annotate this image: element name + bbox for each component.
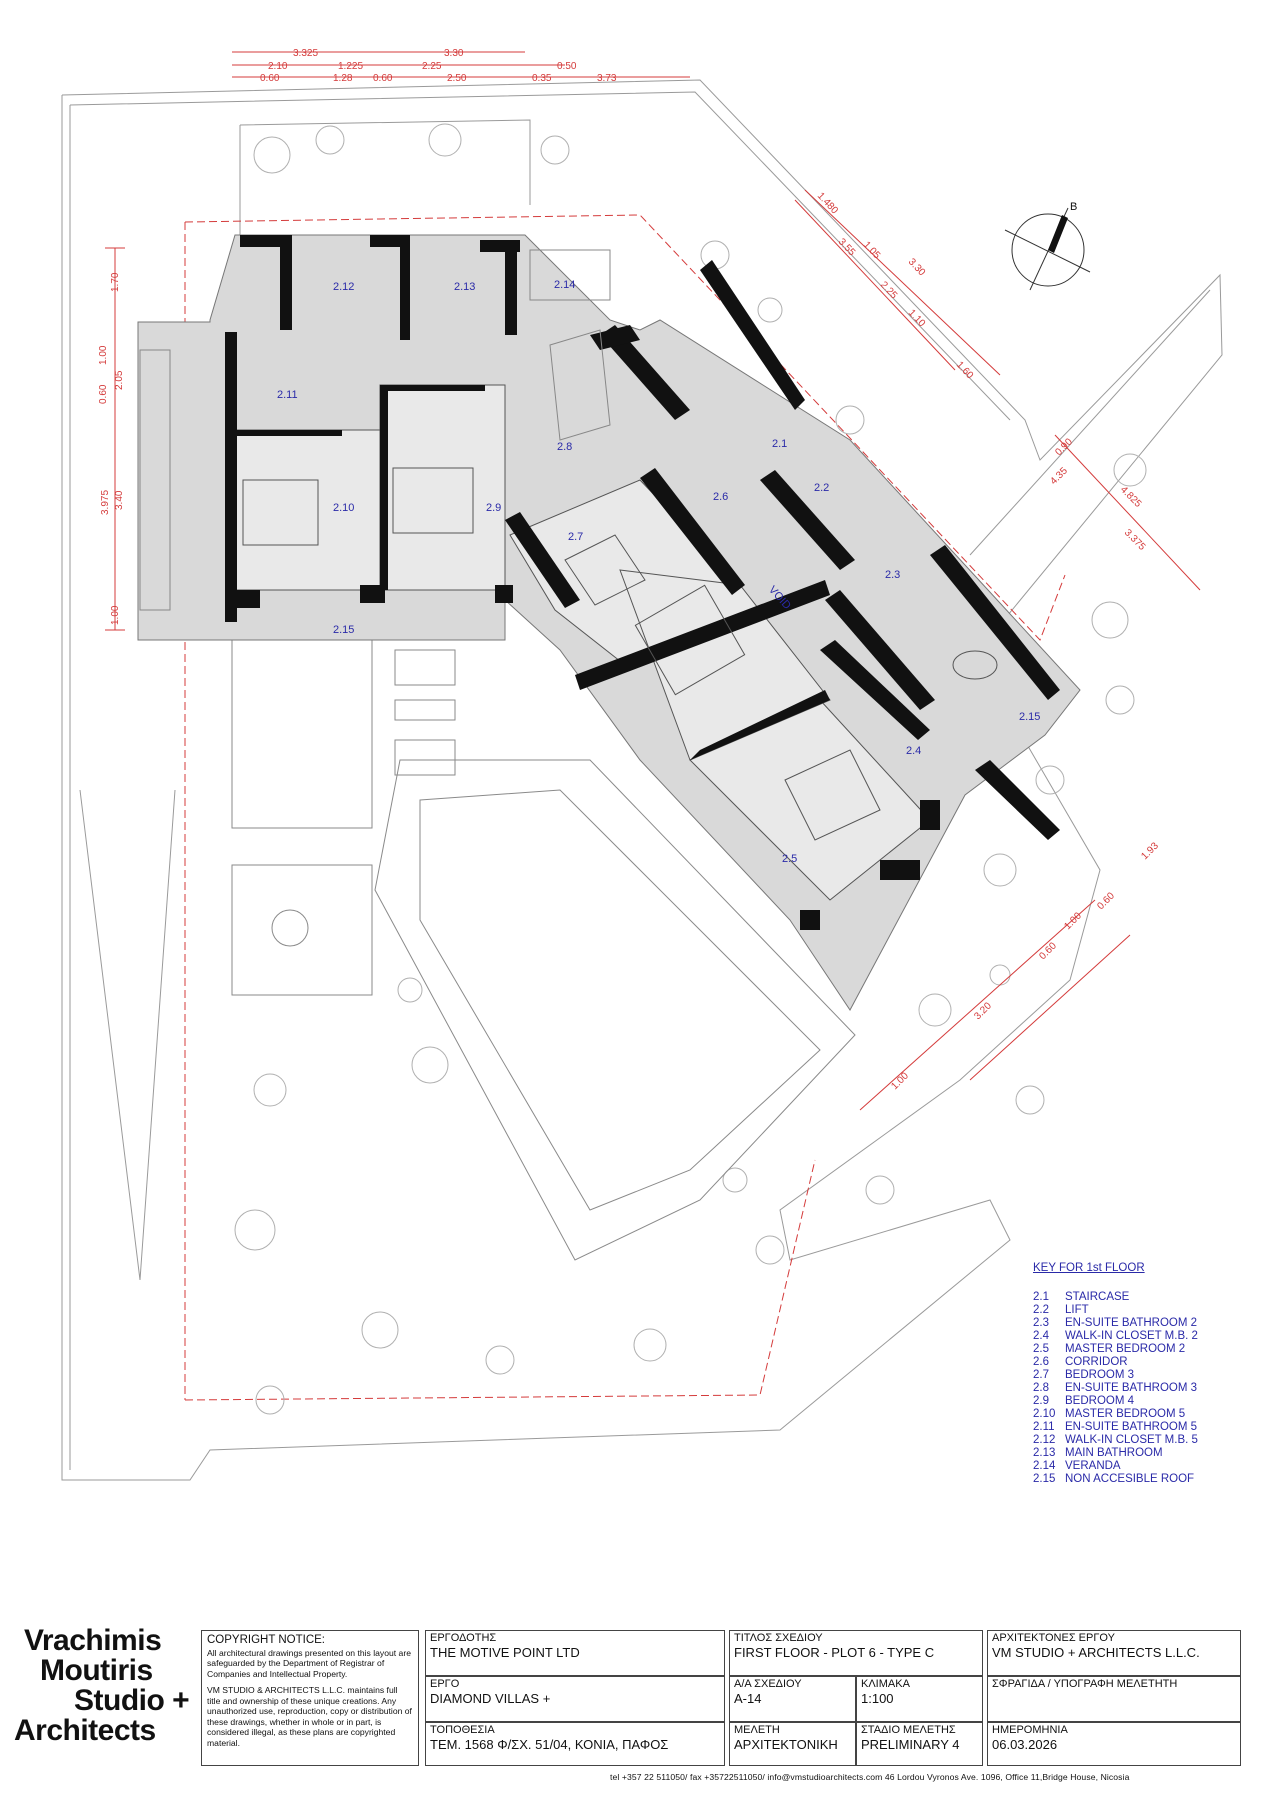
studio-logo: Vrachimis Moutiris Studio + Architects (14, 1624, 190, 1747)
svg-text:0.90: 0.90 (1053, 436, 1075, 458)
room-2.9: 2.9 (486, 502, 501, 514)
svg-text:3.975: 3.975 (100, 490, 111, 515)
room-2.11: 2.11 (277, 389, 298, 401)
copyright-notice: COPYRIGHT NOTICE: All architectural draw… (201, 1630, 419, 1766)
svg-text:2.10: 2.10 (268, 61, 288, 72)
svg-text:3.55: 3.55 (836, 237, 858, 259)
svg-text:3.30: 3.30 (444, 48, 464, 59)
room-2.4: 2.4 (906, 745, 921, 757)
svg-text:1.00: 1.00 (1062, 910, 1084, 932)
dimension-lines (105, 51, 1201, 1111)
room-2.10: 2.10 (333, 502, 354, 514)
svg-text:2.25: 2.25 (878, 280, 900, 302)
svg-text:0.60: 0.60 (1037, 940, 1059, 962)
room-2.15-second: 2.15 (1019, 711, 1040, 723)
svg-text:3.375: 3.375 (1122, 527, 1148, 553)
room-2.12: 2.12 (333, 281, 354, 293)
svg-text:1.00: 1.00 (110, 605, 121, 625)
svg-text:3.20: 3.20 (972, 1000, 994, 1022)
svg-text:2.25: 2.25 (422, 61, 442, 72)
room-2.13: 2.13 (454, 281, 475, 293)
svg-text:3.30: 3.30 (906, 257, 928, 279)
svg-text:1.28: 1.28 (333, 73, 353, 84)
svg-text:0.60: 0.60 (1095, 890, 1117, 912)
room-2.5: 2.5 (782, 853, 797, 865)
walls (225, 235, 1060, 930)
svg-text:0.35: 0.35 (532, 73, 552, 84)
room-2.14: 2.14 (554, 279, 575, 291)
stamp-cell: ΣΦΡΑΓΙΔΑ / ΥΠΟΓΡΑΦΗ ΜΕΛΕΤΗΤΗ (987, 1676, 1241, 1722)
room-2.6-second: 2.6 (713, 491, 728, 503)
svg-text:3.325: 3.325 (293, 48, 318, 59)
svg-text:1.10: 1.10 (906, 308, 928, 330)
terrace-below (231, 639, 856, 1261)
room-2.15: 2.15 (333, 624, 354, 636)
room-2.3: 2.3 (885, 569, 900, 581)
svg-text:0.60: 0.60 (260, 73, 280, 84)
site-boundary (61, 79, 1223, 1481)
svg-text:0.50: 0.50 (557, 61, 577, 72)
room-2.2: 2.2 (814, 482, 829, 494)
svg-text:1.70: 1.70 (110, 272, 121, 292)
room-2.7: 2.7 (568, 531, 583, 543)
svg-text:1.93: 1.93 (1139, 840, 1161, 862)
floor-plan: B 2.1 2.2 2.3 2.4 2.5 2.6 2.7 2.8 2.9 2.… (61, 48, 1223, 1481)
svg-text:1.225: 1.225 (338, 61, 363, 72)
svg-text:3.40: 3.40 (114, 490, 125, 510)
svg-text:1.05: 1.05 (861, 240, 883, 262)
svg-text:0.60: 0.60 (373, 73, 393, 84)
room-labels: 2.1 2.2 2.3 2.4 2.5 2.6 2.7 2.8 2.9 2.10… (277, 279, 1040, 865)
svg-text:1.60: 1.60 (954, 360, 976, 382)
north-label: B (1070, 201, 1077, 213)
room-2.8: 2.8 (557, 441, 572, 453)
north-arrow: B (1004, 201, 1091, 291)
key-title: KEY FOR 1st FLOOR (1033, 1262, 1145, 1274)
svg-text:1.00: 1.00 (98, 345, 109, 365)
svg-text:2.50: 2.50 (447, 73, 467, 84)
room-2.1: 2.1 (772, 438, 787, 450)
svg-text:3.73: 3.73 (597, 73, 617, 84)
svg-text:2.05: 2.05 (114, 370, 125, 390)
svg-text:0.60: 0.60 (98, 384, 109, 404)
svg-text:4.35: 4.35 (1048, 465, 1070, 487)
svg-text:1.00: 1.00 (889, 1070, 911, 1092)
contact-line: tel +357 22 511050/ fax +35722511050/ in… (610, 1772, 1130, 1782)
trees (234, 123, 1147, 1415)
furniture (139, 249, 998, 841)
